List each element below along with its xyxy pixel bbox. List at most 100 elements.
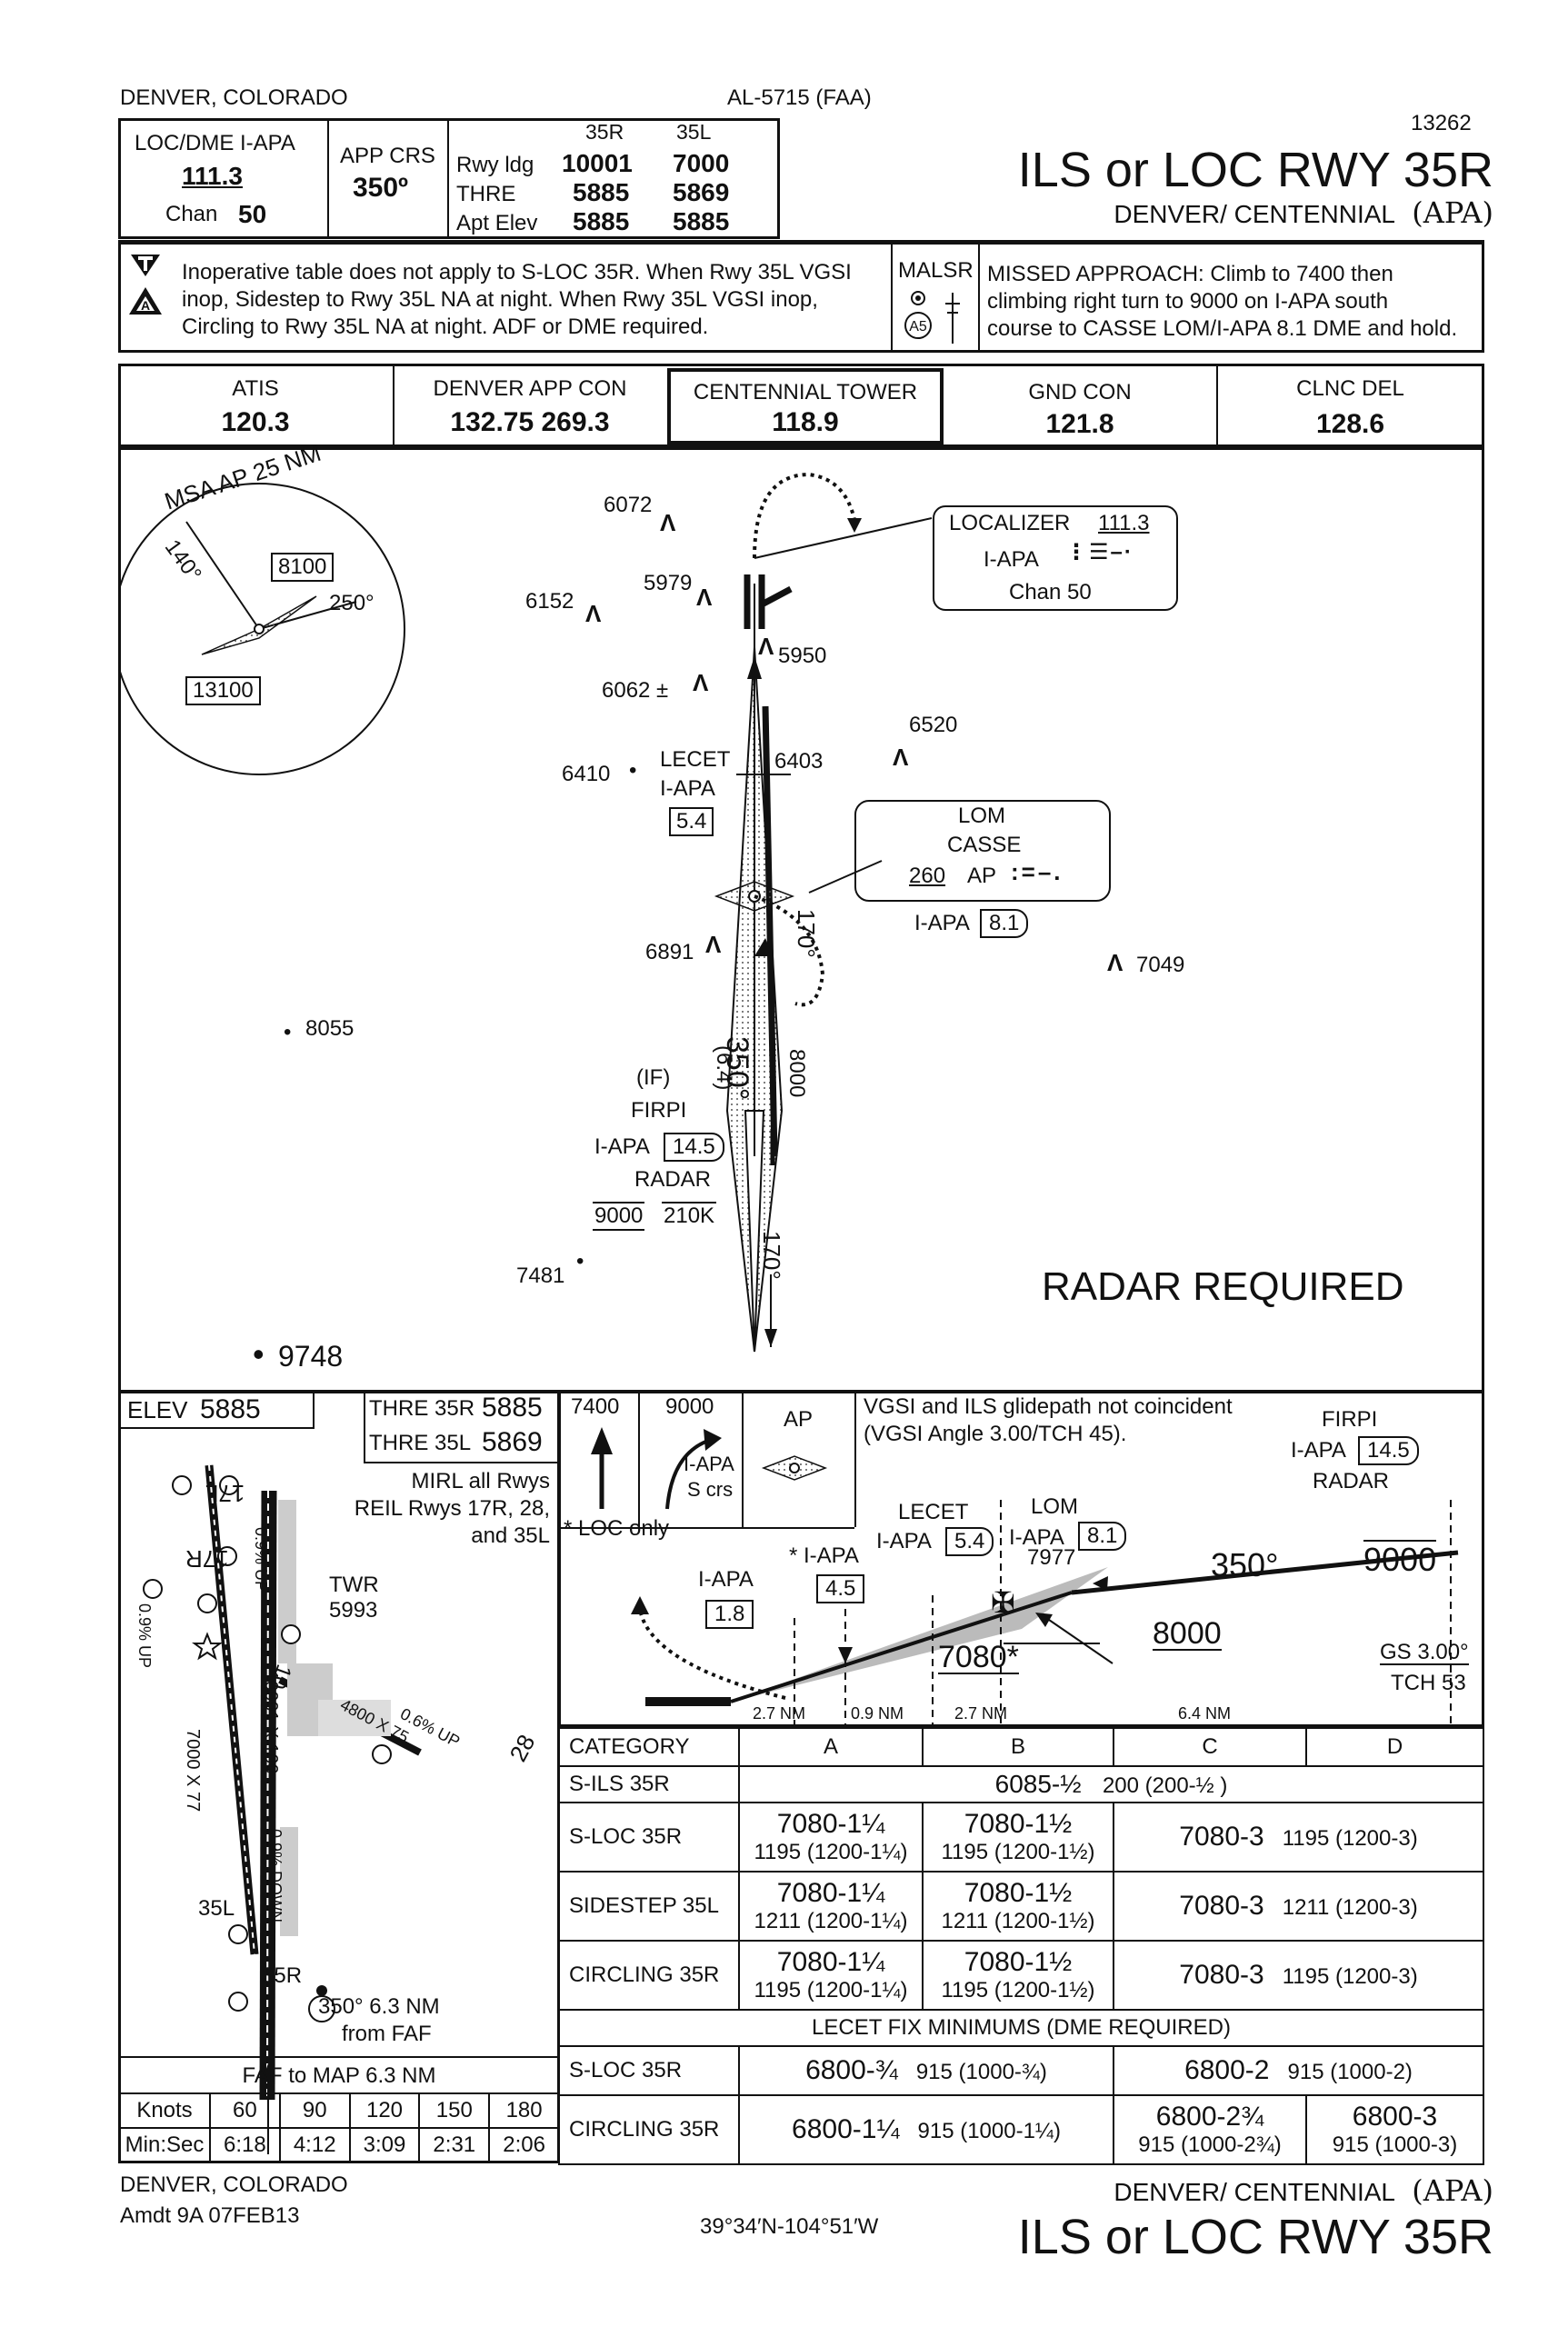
obstacle-6403: 6403 bbox=[774, 749, 824, 774]
firpi-altitude: 9000 bbox=[593, 1202, 645, 1231]
profile-dme-18: 1.8 bbox=[705, 1600, 754, 1629]
lecet-minimums-header: LECET FIX MINIMUMS (DME REQUIRED) bbox=[558, 2009, 1484, 2047]
runway-dim-main: 10001 X 100 bbox=[261, 1671, 281, 1774]
missed-ap-label: AP bbox=[784, 1407, 814, 1432]
lecet-label: LECET bbox=[660, 747, 731, 772]
profile-lecet-iapa: I-APA bbox=[876, 1529, 932, 1553]
header-info-box bbox=[118, 118, 780, 239]
sloc-label: S-LOC 35R bbox=[558, 1802, 740, 1873]
lighting-note-2: REIL Rwys 17R, 28, bbox=[354, 1496, 550, 1521]
lighting-note-3: and 35L bbox=[471, 1523, 550, 1548]
knots-label: Knots bbox=[118, 2092, 211, 2129]
comm-approach-freq: 132.75 269.3 bbox=[450, 407, 610, 437]
firpi-label: FIRPI bbox=[631, 1098, 687, 1123]
missed-iapa: I-APA bbox=[684, 1453, 734, 1475]
sloc-cd-minimum: 7080-3 bbox=[1179, 1822, 1264, 1852]
glideslope-angle: GS 3.00° bbox=[1380, 1640, 1469, 1665]
time-120: 3:09 bbox=[348, 2127, 421, 2163]
tower-elevation: 5993 bbox=[329, 1598, 378, 1623]
faf-to-map-label: FAF to MAP 6.3 NM bbox=[242, 2063, 436, 2088]
runway-17r-35r bbox=[266, 1490, 277, 2101]
note-line-2: inop, Sidestep to Rwy 35L NA at night. W… bbox=[182, 287, 818, 312]
sloc-a-hat: 1195 (1200-1¼) bbox=[754, 1840, 908, 1864]
localizer-title: LOCALIZER bbox=[949, 511, 1071, 535]
profile-lom-dme: 8.1 bbox=[1078, 1522, 1127, 1551]
chan-value: 50 bbox=[238, 200, 267, 228]
airport-diagram-graphics bbox=[143, 1464, 422, 2154]
sidestep-b-hat: 1211 (1200-1½) bbox=[941, 1909, 1095, 1933]
min-sec-label: Min:Sec bbox=[118, 2127, 211, 2163]
obstacle-dot: • bbox=[629, 758, 637, 783]
knots-120: 120 bbox=[348, 2092, 421, 2129]
distance-6-4: (6.4) bbox=[712, 1045, 736, 1091]
missed-hold-altitude: 9000 bbox=[665, 1394, 714, 1419]
obstacle-symbol: Λ bbox=[693, 669, 709, 696]
comm-approach-label: DENVER APP CON bbox=[433, 376, 627, 401]
apt-elev-35r: 5885 bbox=[573, 207, 630, 235]
sidestep-b-minimum: 7080-1½ bbox=[964, 1878, 1073, 1908]
runway-label-17l: 17L bbox=[205, 1480, 245, 1507]
notes-triangle-icons: A bbox=[129, 255, 162, 315]
runway-slope-1: 0.9% UP bbox=[252, 1527, 270, 1593]
profile-iapa-18: I-APA bbox=[698, 1567, 754, 1592]
obstacle-6072: 6072 bbox=[604, 493, 653, 517]
footer-amendment: Amdt 9A 07FEB13 bbox=[120, 2203, 300, 2228]
time-60: 6:18 bbox=[209, 2127, 281, 2163]
runway-label-17r: 17R bbox=[185, 1545, 229, 1573]
runway-label-35r: 35R bbox=[262, 1963, 303, 1988]
comm-ground-label: GND CON bbox=[1028, 380, 1132, 404]
procedure-title: ILS or LOC RWY 35R bbox=[1017, 143, 1493, 197]
tower-highlight-box bbox=[667, 368, 944, 444]
sidestep-label: SIDESTEP 35L bbox=[558, 1871, 740, 1942]
profile-course-350: 350° bbox=[1211, 1546, 1279, 1583]
glidepath-line bbox=[1071, 1550, 1459, 1595]
comm-atis-label: ATIS bbox=[232, 376, 279, 401]
note-line-3: Circling to Rwy 35L NA at night. ADF or … bbox=[182, 315, 709, 339]
if-label: (IF) bbox=[636, 1065, 671, 1090]
segment-2-7-b: 2.7 NM bbox=[954, 1704, 1008, 1723]
thre-35r: 5885 bbox=[573, 178, 630, 206]
runway-slope-2: 0.9% UP bbox=[135, 1603, 154, 1669]
profile-alt-7977: 7977 bbox=[1027, 1545, 1076, 1570]
comm-atis-freq: 120.3 bbox=[221, 407, 290, 437]
obstacle-dot: • bbox=[284, 1020, 292, 1044]
final-approach-course bbox=[762, 705, 778, 1157]
obstacle-dot: • bbox=[576, 1249, 584, 1273]
vgsi-note-1: VGSI and ILS glidepath not coincident bbox=[864, 1394, 1233, 1419]
runway-label-35l: 35L bbox=[198, 1896, 235, 1921]
obstacle-symbol: Λ bbox=[705, 931, 722, 958]
obstacle-6520: 6520 bbox=[909, 713, 958, 737]
runway-slope-3: 0.9% DOWN bbox=[266, 1829, 285, 1923]
obstacle-symbol: Λ bbox=[585, 600, 602, 627]
missed-approach-line-1: MISSED APPROACH: Climb to 7400 then bbox=[987, 262, 1393, 286]
lecet-sloc-ab-minimum: 6800-¾ bbox=[805, 2055, 898, 2085]
apt-elev-35l: 5885 bbox=[673, 207, 730, 235]
sils-hat: 200 (200-½ ) bbox=[1102, 1773, 1228, 1798]
footer-city: DENVER, COLORADO bbox=[120, 2172, 348, 2197]
rwy-ldg-35r: 10001 bbox=[562, 149, 633, 177]
footer-airport: DENVER/ CENTENNIAL bbox=[1114, 2178, 1395, 2206]
lom-label: LOM bbox=[958, 804, 1006, 828]
profile-radar: RADAR bbox=[1313, 1469, 1390, 1493]
sloc-b-hat: 1195 (1200-1½) bbox=[941, 1840, 1095, 1864]
airport-name: DENVER/ CENTENNIAL bbox=[1114, 200, 1395, 228]
circling-a-minimum: 7080-1¼ bbox=[776, 1947, 885, 1977]
category-label: CATEGORY bbox=[558, 1727, 740, 1767]
obstacle-7481: 7481 bbox=[516, 1263, 565, 1288]
segment-6-4: 6.4 NM bbox=[1178, 1704, 1232, 1723]
lom-info-box bbox=[854, 800, 1111, 902]
firpi-iapa: I-APA bbox=[594, 1134, 650, 1159]
thre35l-value: 5869 bbox=[482, 1427, 543, 1457]
profile-star-dme: 4.5 bbox=[816, 1574, 865, 1603]
chan-label: Chan bbox=[165, 202, 218, 226]
time-150: 2:31 bbox=[418, 2127, 491, 2163]
missed-climb-altitude: 7400 bbox=[571, 1394, 620, 1419]
knots-180: 180 bbox=[488, 2092, 560, 2129]
obstacle-6891: 6891 bbox=[645, 940, 694, 964]
obstacle-6410: 6410 bbox=[562, 762, 611, 786]
comm-clearance-label: CLNC DEL bbox=[1296, 376, 1404, 401]
casse-morse: :=–. bbox=[1011, 858, 1064, 885]
knots-60: 60 bbox=[209, 2092, 281, 2129]
circling-label: CIRCLING 35R bbox=[558, 1940, 740, 2011]
category-c: C bbox=[1113, 1727, 1307, 1767]
